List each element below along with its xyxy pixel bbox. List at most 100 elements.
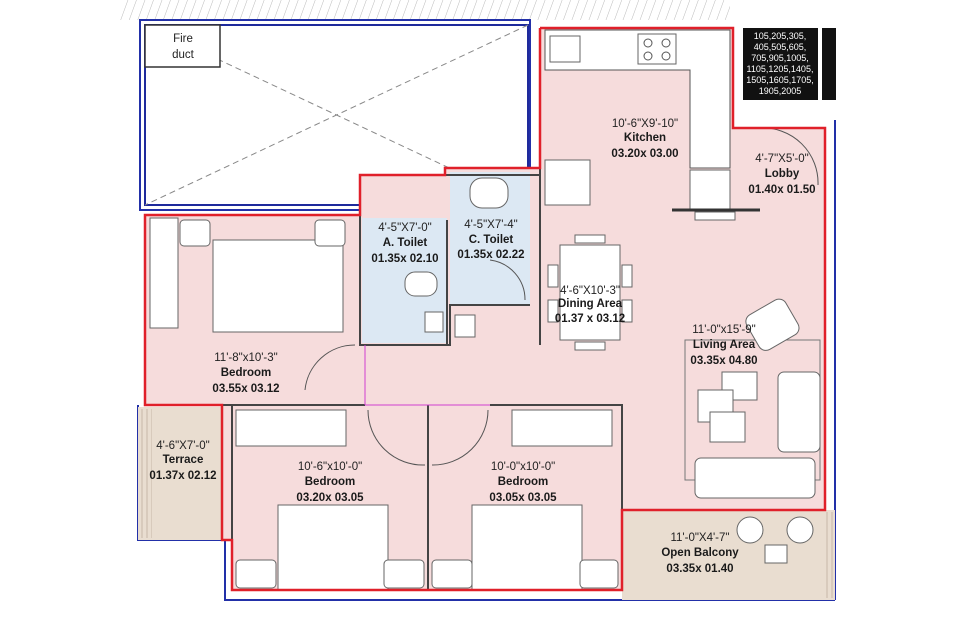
bedroom-2-dims: 10'-6"x10'-0": [298, 461, 362, 473]
a-toilet-name: A. Toilet: [383, 237, 428, 249]
dining-name: Dining Area: [558, 298, 623, 310]
unit-list-line-6: 1905,2005: [759, 86, 802, 96]
bedroom-top-walls: [232, 404, 623, 510]
dining-size: 01.37 x 03.12: [555, 313, 625, 325]
kitchen-dims: 10'-6"X9'-10": [612, 118, 678, 130]
bedroom-main-size: 03.55x 03.12: [212, 383, 279, 395]
bedroom-3-name: Bedroom: [498, 476, 548, 488]
dining-chair-bottom: [574, 341, 606, 351]
living-size: 03.35x 04.80: [690, 355, 757, 367]
living-label: 11'-0"x15'-9" Living Area 03.35x 04.80: [690, 324, 757, 367]
nightstand-main-l: [179, 219, 211, 247]
a-toilet-label: 4'-5"X7'-0" A. Toilet 01.35x 02.10: [371, 222, 438, 265]
hob-burner-1: [643, 38, 653, 48]
dining-chair-r2: [621, 299, 633, 323]
nightstand-b2-l: [235, 559, 277, 589]
wardrobe-main: [149, 217, 179, 329]
c-toilet-dims: 4'-5"X7'-4": [464, 219, 517, 231]
door-arc-bedroom: [304, 344, 356, 391]
lounge-chair: [745, 298, 800, 351]
nightstand-b3-r: [579, 559, 619, 589]
bedroom-main-dims: 11'-8"x10'-3": [214, 352, 278, 364]
balcony-chair-2: [786, 516, 814, 544]
dining-chair-l2: [547, 299, 559, 323]
kitchen-hob: [637, 33, 677, 65]
balcony-size: 03.35x 01.40: [666, 563, 733, 575]
kitchen-size: 03.20x 03.00: [611, 148, 678, 160]
bedroom-main-label: 11'-8"x10'-3" Bedroom 03.55x 03.12: [212, 352, 279, 395]
coffee-table-2: [709, 411, 746, 443]
c-toilet-label: 4'-5"X7'-4" C. Toilet 01.35x 02.22: [457, 219, 524, 261]
hob-burner-2: [661, 38, 671, 48]
terrace-railing: [140, 409, 152, 538]
living-name: Living Area: [693, 339, 756, 351]
a-toilet-wc: [404, 271, 438, 297]
living-dims: 11'-0"x15'-9": [692, 324, 756, 336]
bed-bedroom2: [277, 504, 389, 591]
lobby-label: 4'-7"X5'-0" Lobby 01.40x 01.50: [748, 153, 815, 196]
unit-list-line-2: 405,505,605,: [754, 42, 807, 52]
bedroom-3-dims: 10'-0"x10'-0": [491, 461, 555, 473]
balcony-railing: [825, 512, 835, 598]
tv: [694, 211, 736, 221]
nightstand-b2-r: [383, 559, 425, 589]
terrace-label: 4'-6"X7'-0" Terrace 01.37x 02.12: [149, 440, 216, 482]
balcony-name: Open Balcony: [661, 547, 739, 559]
door-arc-ctoilet: [489, 259, 526, 301]
sofa-side: [777, 371, 821, 453]
a-toilet-basin: [424, 311, 444, 333]
bedroom-2-name: Bedroom: [305, 476, 355, 488]
c-toilet-size: 01.35x 02.22: [457, 249, 524, 261]
c-toilet-name: C. Toilet: [469, 234, 514, 246]
unit-list-box-edge: [822, 28, 836, 100]
dining-table: [559, 244, 621, 341]
toilet-walls: [359, 215, 530, 346]
fridge: [689, 169, 731, 211]
fire-duct-box: [144, 24, 221, 68]
terrace-name: Terrace: [163, 454, 204, 466]
nightstand-b3-l: [431, 559, 473, 589]
dining-chair-top: [574, 234, 606, 244]
kitchen-sink: [549, 35, 581, 63]
balcony-chair-1: [736, 516, 764, 544]
balcony-dims: 11'-0"X4'-7": [670, 532, 729, 544]
dining-chair-l1: [547, 264, 559, 288]
hob-burner-3: [643, 51, 653, 61]
balcony-label: 11'-0"X4'-7" Open Balcony 03.35x 01.40: [661, 532, 739, 575]
kitchen-label: 10'-6"X9'-10" Kitchen 03.20x 03.00: [611, 118, 678, 160]
wardrobe-bedroom3: [511, 409, 613, 447]
lobby-dims: 4'-7"X5'-0": [755, 153, 808, 165]
balcony-table: [764, 544, 788, 564]
c-toilet-basin: [454, 314, 476, 338]
unit-list-line-1: 105,205,305,: [754, 31, 807, 41]
oven: [544, 159, 591, 206]
fire-duct-label-1: Fire: [173, 33, 193, 45]
lobby-name: Lobby: [765, 168, 800, 180]
a-toilet-dims: 4'-5"X7'-0": [378, 222, 431, 234]
unit-list-line-5: 1505,1605,1705,: [746, 75, 814, 85]
bed-bedroom3: [471, 504, 583, 591]
bed-main: [212, 239, 344, 333]
unit-list-line-3: 705,905,1005,: [751, 53, 809, 63]
shaft-cross-b: [144, 24, 529, 206]
kitchen-name: Kitchen: [624, 132, 666, 144]
bedroom-2-label: 10'-6"x10'-0" Bedroom 03.20x 03.05: [296, 461, 364, 504]
kitchen-counter: [544, 29, 731, 169]
terrace-size: 01.37x 02.12: [149, 470, 216, 482]
unit-list-box: [743, 28, 818, 100]
fire-duct-label-2: duct: [172, 49, 195, 61]
sofa-bottom: [694, 457, 816, 499]
terrace-dims: 4'-6"X7'-0": [156, 440, 209, 452]
lobby-size: 01.40x 01.50: [748, 184, 815, 196]
bedroom-3-size: 03.05x 03.05: [489, 492, 557, 504]
wardrobe-bedroom2: [235, 409, 347, 447]
door-arc-bedroom3: [431, 409, 489, 466]
dining-chair-r1: [621, 264, 633, 288]
top-hatch-strip: [120, 0, 730, 20]
nightstand-main-r: [314, 219, 346, 247]
unit-outline: [143, 26, 827, 592]
unit-list-line-4: 1105,1205,1405,: [747, 64, 814, 74]
door-arc-bedroom2: [367, 409, 426, 466]
bedroom-main-name: Bedroom: [221, 367, 271, 379]
